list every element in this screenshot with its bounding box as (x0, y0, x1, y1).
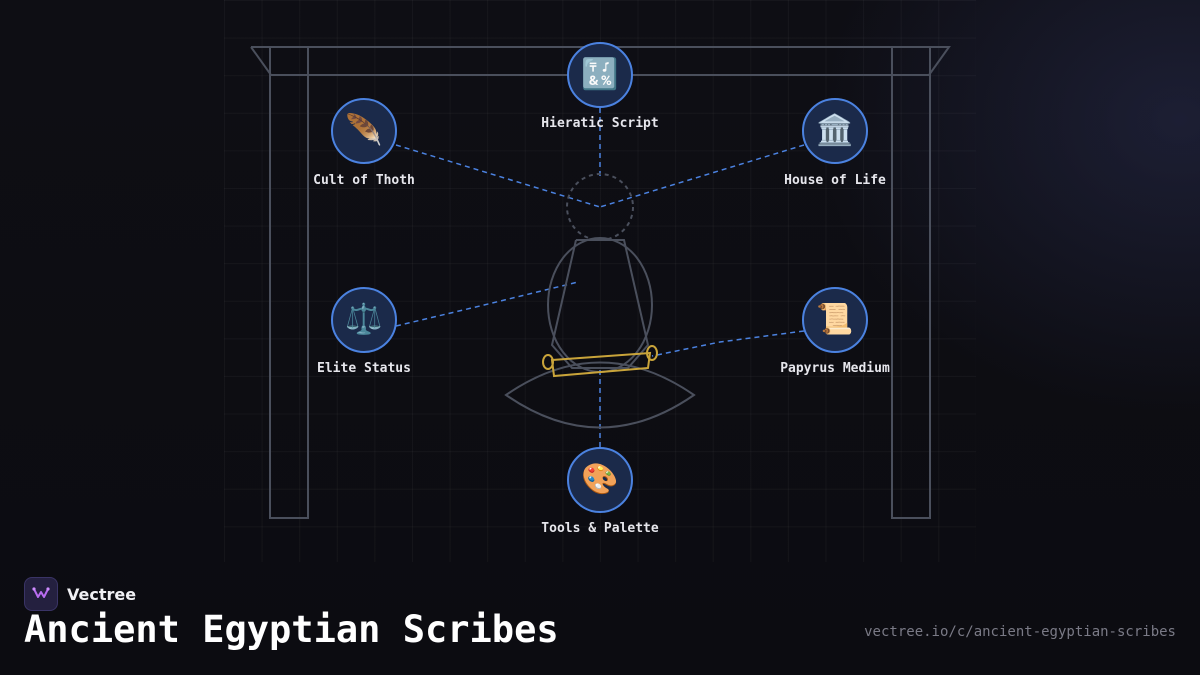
node-label-tools-palette: Tools & Palette (541, 521, 659, 536)
temple-pillar-left (269, 46, 309, 519)
page-title: Ancient Egyptian Scribes (24, 608, 559, 651)
scroll-roll-right (646, 345, 658, 361)
node-elite-status[interactable]: ⚖️ (331, 287, 397, 353)
node-tools-palette[interactable]: 🎨 (567, 447, 633, 513)
scribe-body (547, 237, 653, 373)
node-label-cult-of-thoth: Cult of Thoth (313, 173, 415, 188)
node-label-house-of-life: House of Life (784, 173, 886, 188)
scribe-torso (550, 239, 650, 369)
balance-scale-icon: ⚖️ (345, 302, 383, 337)
scroll-icon: 📜 (816, 302, 854, 337)
brand-name: Vectree (67, 584, 137, 604)
temple-pillar-right (891, 46, 931, 519)
scribe-base (504, 361, 696, 429)
node-cult-of-thoth[interactable]: 🪶 (331, 98, 397, 164)
symbols-icon: 🔣 (581, 57, 619, 92)
classical-building-icon: 🏛️ (816, 113, 854, 148)
brand[interactable]: Vectree (24, 577, 136, 611)
connectors (395, 108, 805, 447)
connector-elite (395, 281, 579, 327)
scribe-scroll (542, 345, 658, 378)
node-house-of-life[interactable]: 🏛️ (802, 98, 868, 164)
scroll-sheet (550, 351, 652, 378)
node-label-papyrus-medium: Papyrus Medium (780, 361, 890, 376)
vectree-logo-glyph (32, 587, 50, 598)
scribe-head (566, 173, 634, 241)
node-label-hieratic-script: Hieratic Script (541, 116, 659, 131)
node-label-elite-status: Elite Status (317, 361, 411, 376)
node-papyrus-medium[interactable]: 📜 (802, 287, 868, 353)
feather-icon: 🪶 (345, 113, 383, 148)
palette-icon: 🎨 (581, 462, 619, 497)
connector-papyrus (651, 330, 805, 357)
scroll-roll-left (542, 354, 554, 370)
vectree-logo-icon (24, 577, 58, 611)
node-hieratic-script[interactable]: 🔣 (567, 42, 633, 108)
temple-frame (250, 46, 951, 519)
page-url[interactable]: vectree.io/c/ancient-egyptian-scribes (864, 624, 1176, 640)
